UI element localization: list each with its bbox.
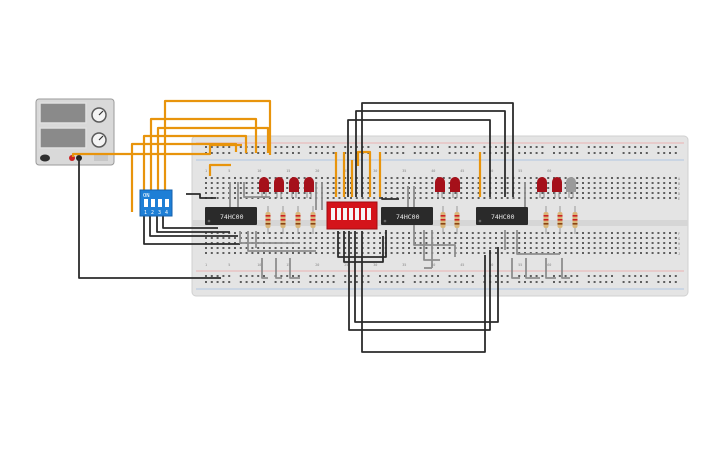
resistor-icon [454,206,460,234]
chip-1-label: 74HC00 [220,213,244,221]
resistor-icon [572,206,578,234]
row-letter: A [678,177,681,181]
dip-number-2: 2 [151,210,154,216]
led-icon [552,177,562,198]
led-icon [537,177,547,198]
power-supply[interactable] [35,98,115,166]
column-number: 10 [257,263,261,267]
column-number: 15 [286,263,290,267]
column-number: 10 [257,169,261,173]
resistor-icon [440,206,446,234]
row-letter: D [678,192,680,196]
dip-number-4: 4 [165,210,168,216]
column-number: 35 [402,169,406,173]
column-number: 50 [489,169,493,173]
chip-3[interactable]: 74HC00 [476,207,528,225]
led-icon [274,177,284,198]
column-number: 40 [431,263,435,267]
column-number: 5 [228,263,230,267]
resistor-icon [310,206,316,234]
column-number: 45 [460,263,464,267]
resistors [265,206,578,234]
column-number: 20 [315,263,319,267]
row-letter: C [678,187,680,191]
column-number: 1 [205,169,207,173]
resistor-icon [265,206,271,234]
row-letter: B [678,182,680,186]
dip-switch-4[interactable]: ON 1 2 3 4 [139,189,173,217]
chip-2[interactable]: 74HC00 [381,207,433,225]
wires [71,99,570,353]
column-number: 55 [518,263,522,267]
resistor-icon [543,206,549,234]
column-number: 25 [344,169,348,173]
breadboard-holes [205,146,677,283]
led-icon [259,177,269,198]
dip-switch-8[interactable] [326,201,378,230]
column-number: 1 [205,263,207,267]
row-letter: I [678,247,680,251]
breadboard: ABCDEFGHIJ115510101515202025253030353540… [191,135,689,297]
led-icon [304,177,314,198]
resistor-icon [295,206,301,234]
resistor-icon [557,206,563,234]
row-letter: J [678,252,680,256]
column-number: 55 [518,169,522,173]
column-number: 25 [344,263,348,267]
dip-number-3: 3 [158,210,161,216]
column-number: 40 [431,169,435,173]
row-letter: G [678,237,680,241]
row-letter: E [678,197,680,201]
chip-1[interactable]: 74HC00 [205,207,257,225]
column-number: 5 [228,169,230,173]
led-icon [435,177,445,198]
column-number: 60 [547,169,551,173]
row-letter: H [678,242,680,246]
led-icon [450,177,460,198]
chip-3-label: 74HC00 [491,213,515,221]
column-number: 30 [373,169,377,173]
column-number: 45 [460,169,464,173]
dip-on-label: ON [143,193,150,199]
column-number: 30 [373,263,377,267]
led-icon [289,177,299,198]
power-switch-icon[interactable] [40,154,50,162]
column-number: 20 [315,169,319,173]
resistor-icon [280,206,286,234]
column-number: 35 [402,263,406,267]
column-number: 60 [547,263,551,267]
breadboard-labels: ABCDEFGHIJ115510101515202025253030353540… [205,169,681,267]
row-letter: F [678,232,680,236]
chip-2-label: 74HC00 [396,213,420,221]
leds [259,177,576,198]
dip-number-1: 1 [144,210,147,216]
column-number: 15 [286,169,290,173]
led-icon [566,177,576,198]
column-number: 50 [489,263,493,267]
